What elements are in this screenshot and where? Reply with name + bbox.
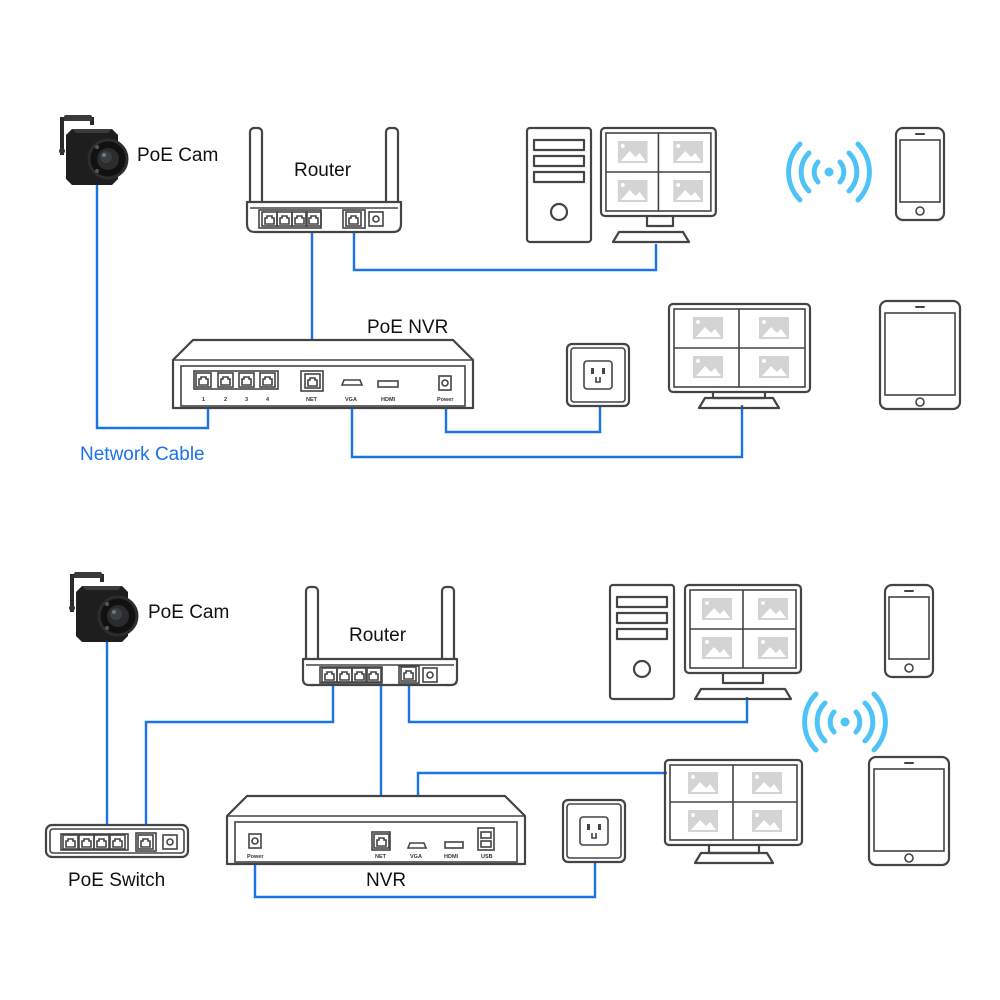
cable-camera-to-nvr (95, 170, 210, 430)
power-outlet-icon (565, 342, 631, 408)
router-icon (245, 126, 403, 234)
nvr-icon: Power NET VGA HDMI USB (225, 794, 527, 866)
smartphone-icon (883, 583, 935, 679)
nvr-port-label-2: 2 (224, 397, 227, 403)
camera-icon (57, 113, 129, 187)
switch-icon (44, 823, 190, 859)
router-icon (301, 585, 459, 687)
camera-label: PoE Cam (148, 602, 229, 623)
cable-nvr-power-to-outlet (253, 860, 597, 899)
monitor-icon (601, 128, 716, 244)
smartphone-icon (894, 126, 946, 222)
nvr-port-label-usb: USB (481, 854, 493, 860)
nvr-port-label-vga: VGA (410, 854, 422, 860)
nvr-port-label-vga: VGA (345, 397, 357, 403)
wifi-signal-icon (789, 144, 870, 200)
monitor-icon (667, 302, 812, 410)
nvr-port-label-hdmi: HDMI (381, 397, 396, 403)
nvr-port-label-hdmi: HDMI (444, 854, 459, 860)
camera-label: PoE Cam (137, 145, 218, 166)
tablet-icon (878, 299, 962, 411)
cable-switch-to-router (144, 684, 335, 825)
router-label: Router (294, 160, 352, 181)
top-diagram: PoE Cam Router (57, 113, 962, 465)
tablet-icon (867, 755, 951, 867)
nvr-label: NVR (366, 870, 406, 891)
switch-label: PoE Switch (68, 870, 165, 891)
cable-nvr-vga-to-monitor (350, 398, 744, 459)
nvr-port-label-power: Power (437, 397, 454, 403)
cable-nvr-power-to-outlet (444, 398, 602, 434)
nvr-port-label-power: Power (247, 854, 264, 860)
nvr-port-label-1: 1 (202, 397, 205, 403)
nvr-port-label-net: NET (306, 397, 318, 403)
nvr-icon: 1 2 3 4 NET VGA HDMI Power (171, 338, 475, 410)
cable-legend: Network Cable (80, 444, 205, 465)
monitor-icon (663, 758, 804, 865)
camera-icon (67, 570, 139, 644)
monitor-icon (685, 585, 801, 701)
bottom-diagram: PoE Cam PoE Switch (44, 570, 951, 899)
desktop-pc-icon (525, 126, 593, 244)
power-outlet-icon (561, 798, 627, 864)
wifi-signal-icon (805, 694, 886, 750)
desktop-pc-icon (608, 583, 676, 701)
nvr-port-label-3: 3 (245, 397, 248, 403)
nvr-port-label-4: 4 (266, 397, 270, 403)
nvr-port-label-net: NET (375, 854, 387, 860)
cable-router-to-pc (407, 684, 749, 724)
nvr-label: PoE NVR (367, 317, 448, 338)
router-label: Router (349, 625, 407, 646)
cable-router-to-pc (352, 222, 658, 272)
